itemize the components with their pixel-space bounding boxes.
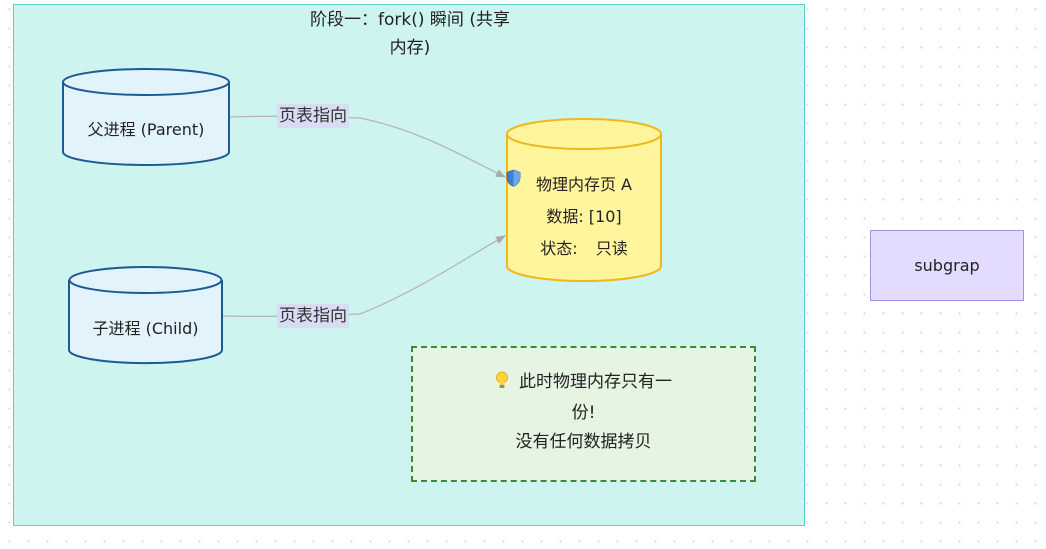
page-label: 物理内存页 A 数据: [10] 状态: 只读 (506, 169, 662, 265)
page-status-prefix: 状态: (540, 239, 583, 258)
parent-cylinder-shape (62, 68, 230, 166)
legend-label: subgrap (914, 256, 980, 275)
page-label-line-3: 状态: 只读 (506, 169, 662, 265)
note-line-3: 没有任何数据拷贝 (515, 432, 652, 452)
note-box: 此时物理内存只有一 份! 没有任何数据拷贝 (411, 346, 756, 482)
lightbulb-icon (495, 370, 509, 399)
subgraph-title-line-2: 内存) (389, 38, 431, 58)
edge-label-child: 页表指向 (277, 304, 349, 328)
note-line-2: 份! (571, 403, 596, 423)
child-process-label: 子进程 (Child) (92, 319, 199, 338)
edge-child-to-page (221, 235, 506, 318)
edge-parent-to-page (229, 115, 506, 178)
edge-label-parent: 页表指向 (277, 104, 349, 128)
subgraph-title: 阶段一：fork() 瞬间 (共享 内存) (270, 6, 550, 62)
legend-subgraph-box[interactable]: subgrap (870, 230, 1024, 301)
page-cylinder-shape (506, 118, 662, 282)
parent-process-node[interactable]: 父进程 (Parent) (62, 68, 230, 166)
page-label-line-1: 物理内存页 A (535, 175, 633, 194)
note-line-1: 此时物理内存只有一 (413, 368, 754, 399)
parent-process-label: 父进程 (Parent) (87, 120, 205, 139)
subgraph-title-line-1: 阶段一：fork() 瞬间 (共享 (310, 10, 510, 30)
note-text-line-1: 此时物理内存只有一 (519, 372, 672, 392)
physical-page-node[interactable]: 物理内存页 A 数据: [10] 状态: 只读 (506, 118, 662, 282)
child-cylinder-shape (68, 266, 223, 365)
child-process-node[interactable]: 子进程 (Child) (68, 266, 223, 365)
page-status-value: 只读 (590, 239, 628, 258)
page-label-line-2: 数据: [10] (546, 207, 622, 226)
